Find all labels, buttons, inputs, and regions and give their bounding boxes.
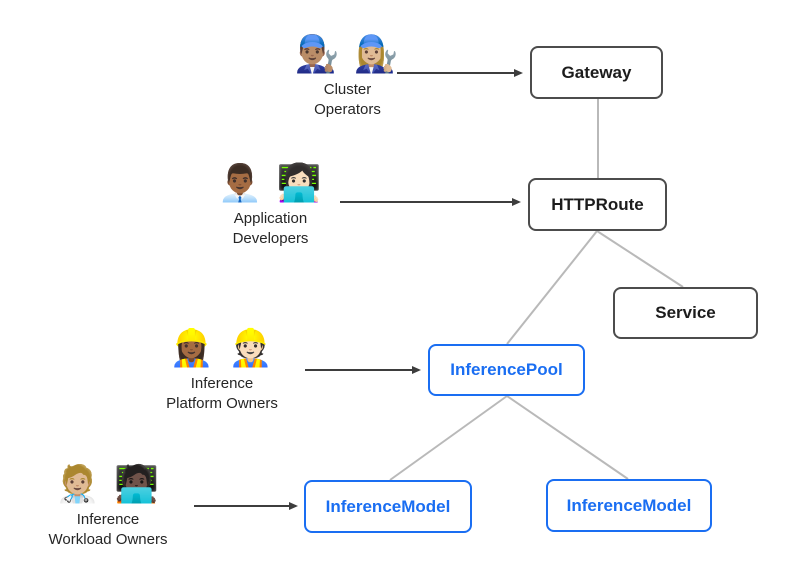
actor-inference-workload-owners: 🧑🏼‍⚕️ 🧑🏿‍💻 Inference Workload Owners	[8, 461, 208, 551]
node-httproute-label: HTTPRoute	[551, 194, 644, 214]
cluster-operators-emoji-icon: 👨🏽‍🔧 👩🏼‍🔧	[294, 33, 401, 74]
application-developers-label: Application Developers	[232, 210, 309, 248]
node-service[interactable]: Service	[613, 287, 758, 339]
edge-httproute-service	[596, 230, 684, 288]
cluster-operators-label: Cluster Operators	[314, 81, 381, 119]
edge-httproute-inferencepool	[506, 230, 598, 345]
node-inferencemodel-right[interactable]: InferenceModel	[546, 479, 712, 532]
inference-platform-owners-emoji-icon: 👷🏾‍♀️ 👷🏻	[169, 327, 275, 368]
node-service-label: Service	[655, 303, 716, 322]
node-gateway[interactable]: Gateway	[530, 46, 663, 99]
actor-inference-platform-owners: 👷🏾‍♀️ 👷🏻 Inference Platform Owners	[122, 325, 322, 415]
node-inferencepool[interactable]: InferencePool	[428, 344, 585, 396]
edge-inferencepool-inferencemodel-right	[506, 395, 629, 480]
node-gateway-label: Gateway	[561, 62, 632, 82]
node-inferencepool-label: InferencePool	[450, 360, 563, 379]
application-developers-emoji-icon: 👨🏾‍💼 👩🏻‍💻	[217, 162, 324, 203]
inference-workload-owners-emoji-icon: 🧑🏼‍⚕️ 🧑🏿‍💻	[55, 463, 161, 504]
node-inferencemodel-left-label: InferenceModel	[325, 496, 451, 516]
node-inferencemodel-left[interactable]: InferenceModel	[304, 480, 472, 533]
edge-inferencepool-inferencemodel-left	[389, 395, 508, 481]
node-httproute[interactable]: HTTPRoute	[528, 178, 667, 231]
inference-workload-owners-label: Inference Workload Owners	[48, 511, 168, 549]
node-inferencemodel-right-label: InferenceModel	[566, 495, 692, 515]
actor-application-developers: 👨🏾‍💼 👩🏻‍💻 Application Developers	[188, 160, 353, 250]
actor-cluster-operators: 👨🏽‍🔧 👩🏼‍🔧 Cluster Operators	[265, 31, 430, 121]
inference-platform-owners-label: Inference Platform Owners	[166, 375, 278, 413]
